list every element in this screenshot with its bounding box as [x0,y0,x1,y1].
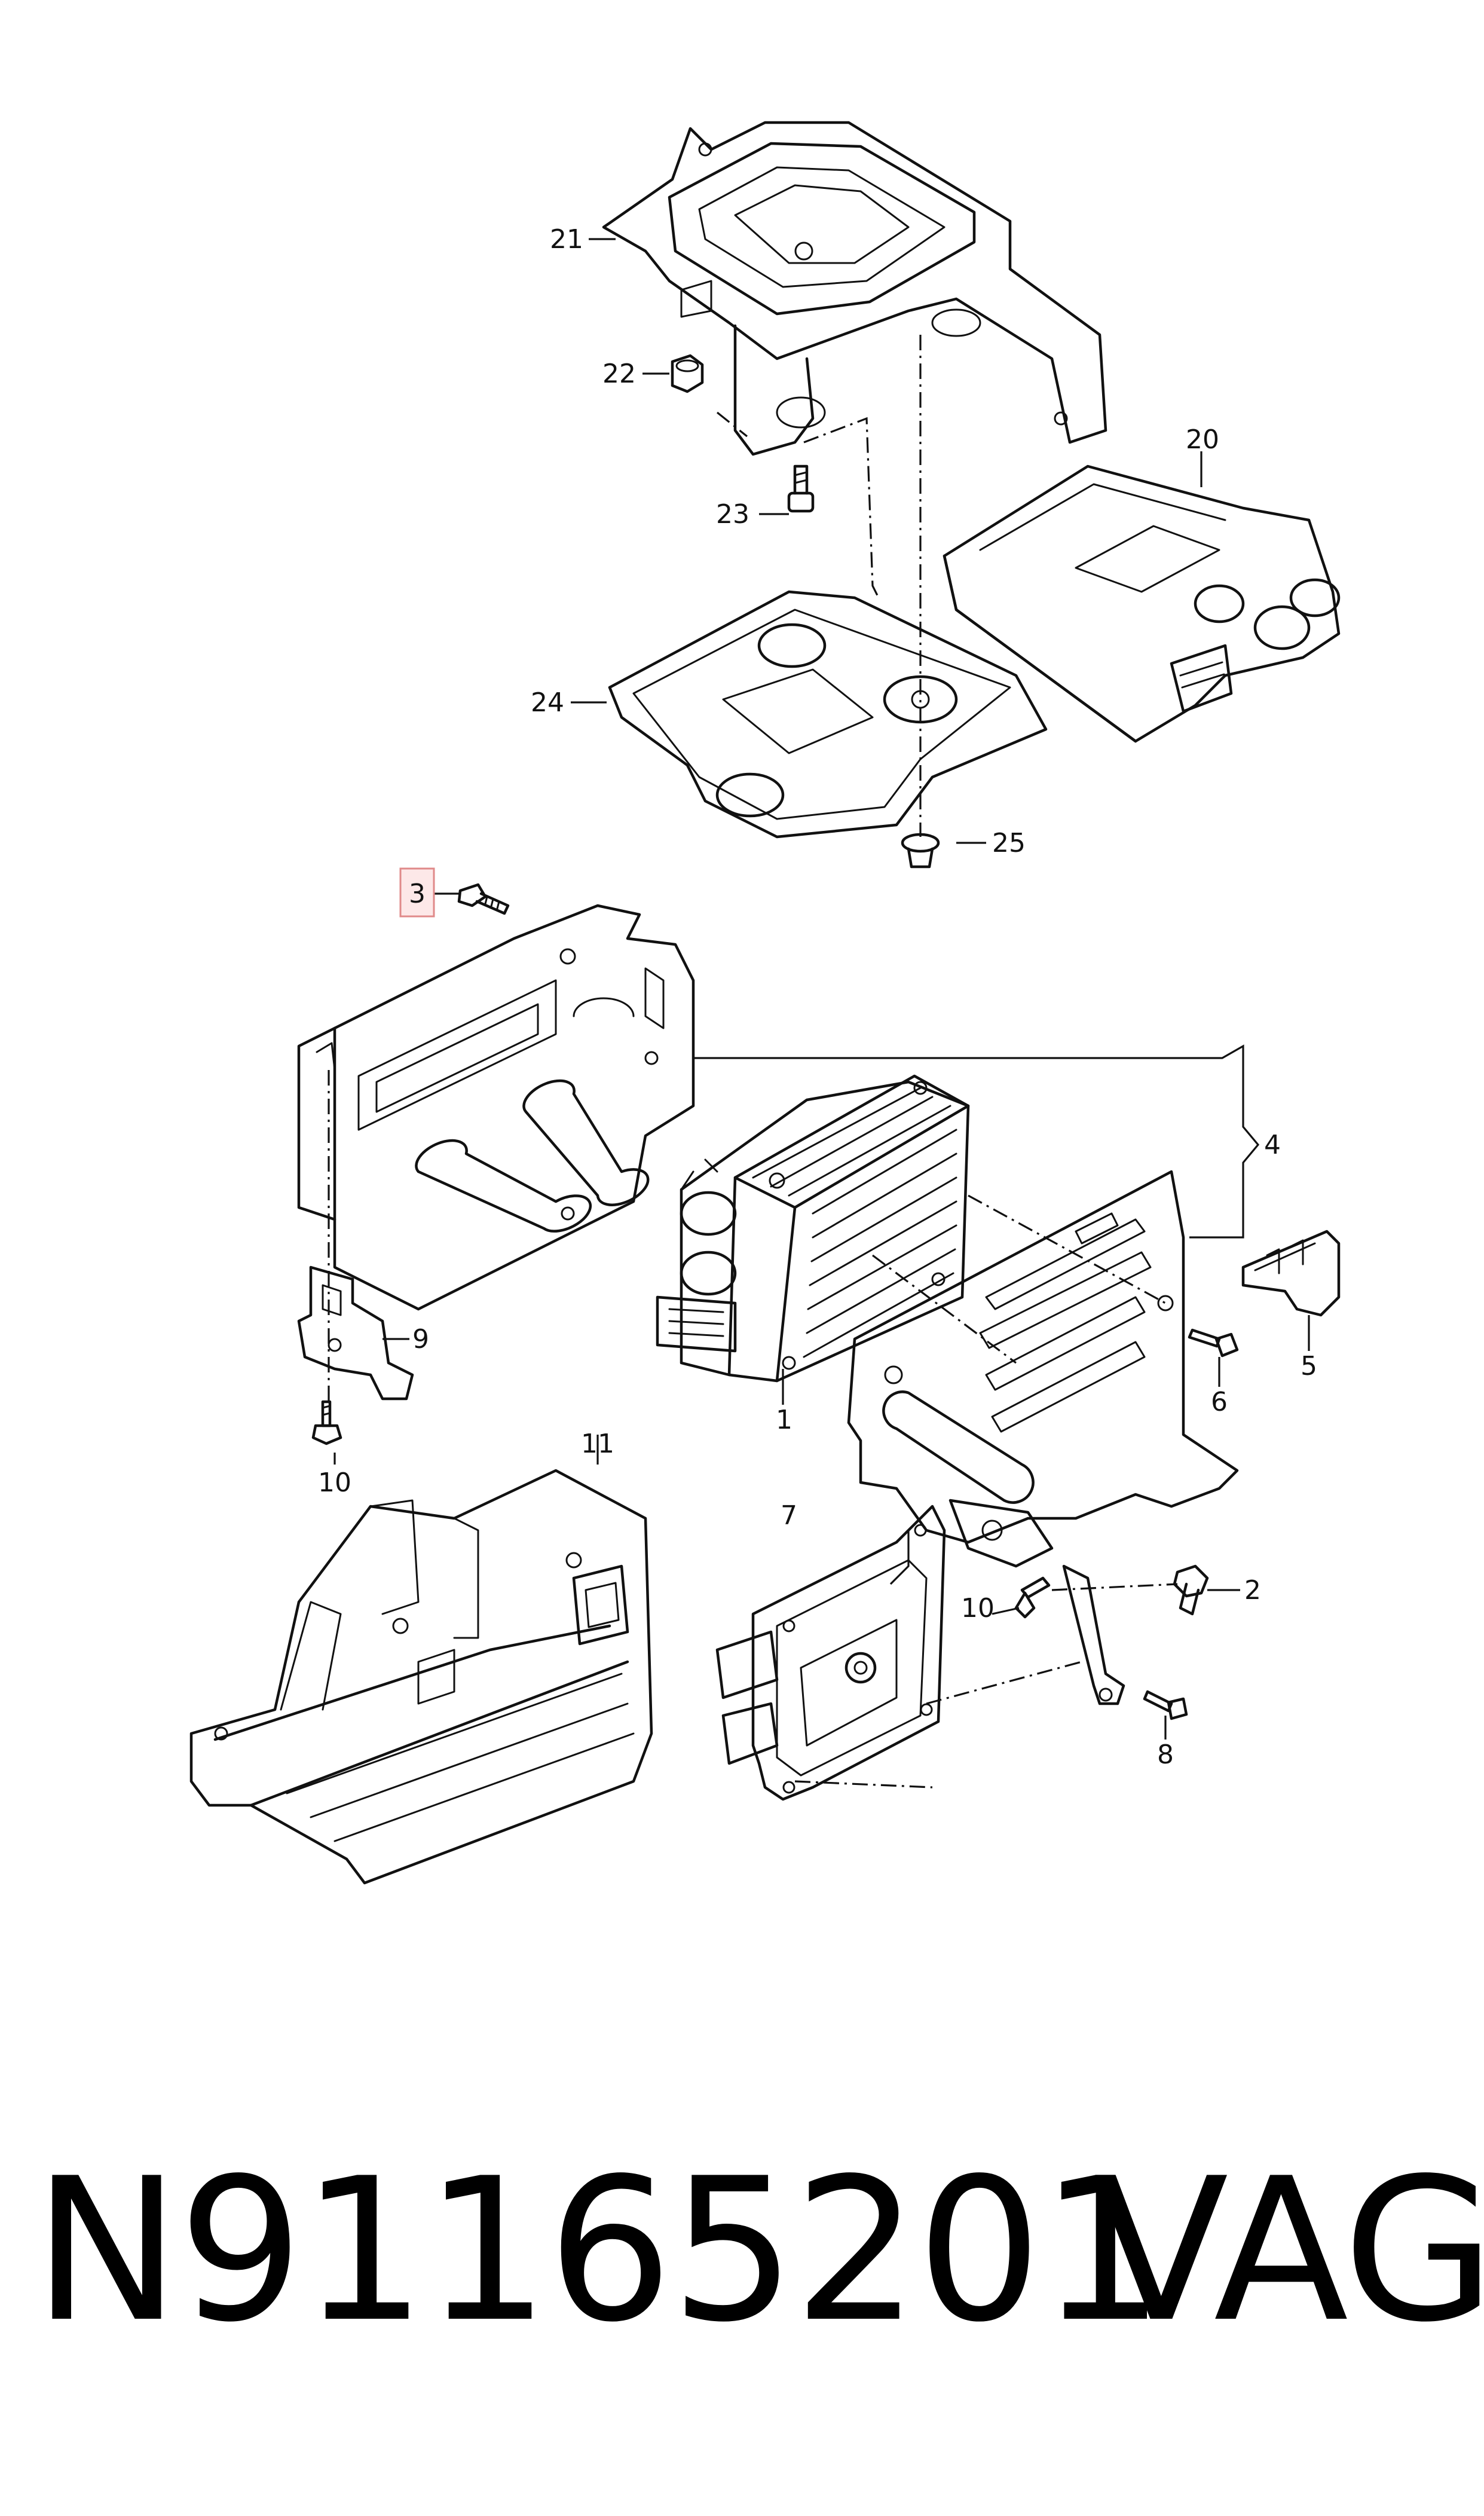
callout-3-highlighted: 3 [409,879,426,909]
callout-6: 6 [1211,1387,1228,1417]
part-9-bracket [297,1265,414,1401]
part-7-control-module [715,1505,946,1801]
part-4-plate [847,1170,1239,1705]
part-5-clip [1241,1230,1341,1317]
callout-8: 8 [1157,1740,1174,1770]
part-8-bolt [1143,1690,1188,1720]
part-23-bolt [787,464,815,513]
callout-25: 25 [992,828,1026,858]
callout-2: 2 [1244,1575,1261,1606]
callout-24: 24 [531,687,564,718]
part-25-nut [901,833,940,869]
callout-10-right: 10 [961,1593,995,1624]
callout-7: 7 [781,1500,797,1531]
callout-4: 4 [1264,1130,1281,1160]
highlight-box-3 [399,867,435,918]
callout-9: 9 [412,1324,429,1355]
assembly-dash-lines [328,335,1178,1789]
callout-1: 1 [776,1405,793,1435]
part-6-bolt [1188,1328,1239,1358]
callout-5: 5 [1301,1351,1317,1381]
brand-label: VAG [1094,2136,1484,2365]
leader-lines [333,238,1310,1740]
part-number: N91165201 [33,2136,1165,2365]
callout-23: 23 [716,499,749,530]
part-10-bolt-left [311,1400,342,1445]
callout-10-left: 10 [318,1468,351,1498]
part-10-bolt-right [1014,1576,1051,1619]
callout-labels: 21 22 23 20 24 25 3 4 9 10 1 6 5 11 7 2 … [318,224,1317,1770]
part-2-nut [1173,1564,1209,1616]
callout-11: 11 [581,1429,614,1459]
part-21-upper-bracket [602,121,1107,456]
callout-20: 20 [1186,424,1219,455]
part-4-bracket-frame [297,904,695,1311]
part-3-screw [457,883,510,915]
part-24-tray [608,590,1048,839]
part-1-control-unit [656,1074,970,1383]
callout-22: 22 [602,359,636,389]
callout-21: 21 [550,224,583,255]
part-20-control-module [943,464,1341,743]
part-22-nut [671,354,704,393]
part-11-bracket [189,1469,653,1885]
cooling-fins [752,1087,957,1358]
